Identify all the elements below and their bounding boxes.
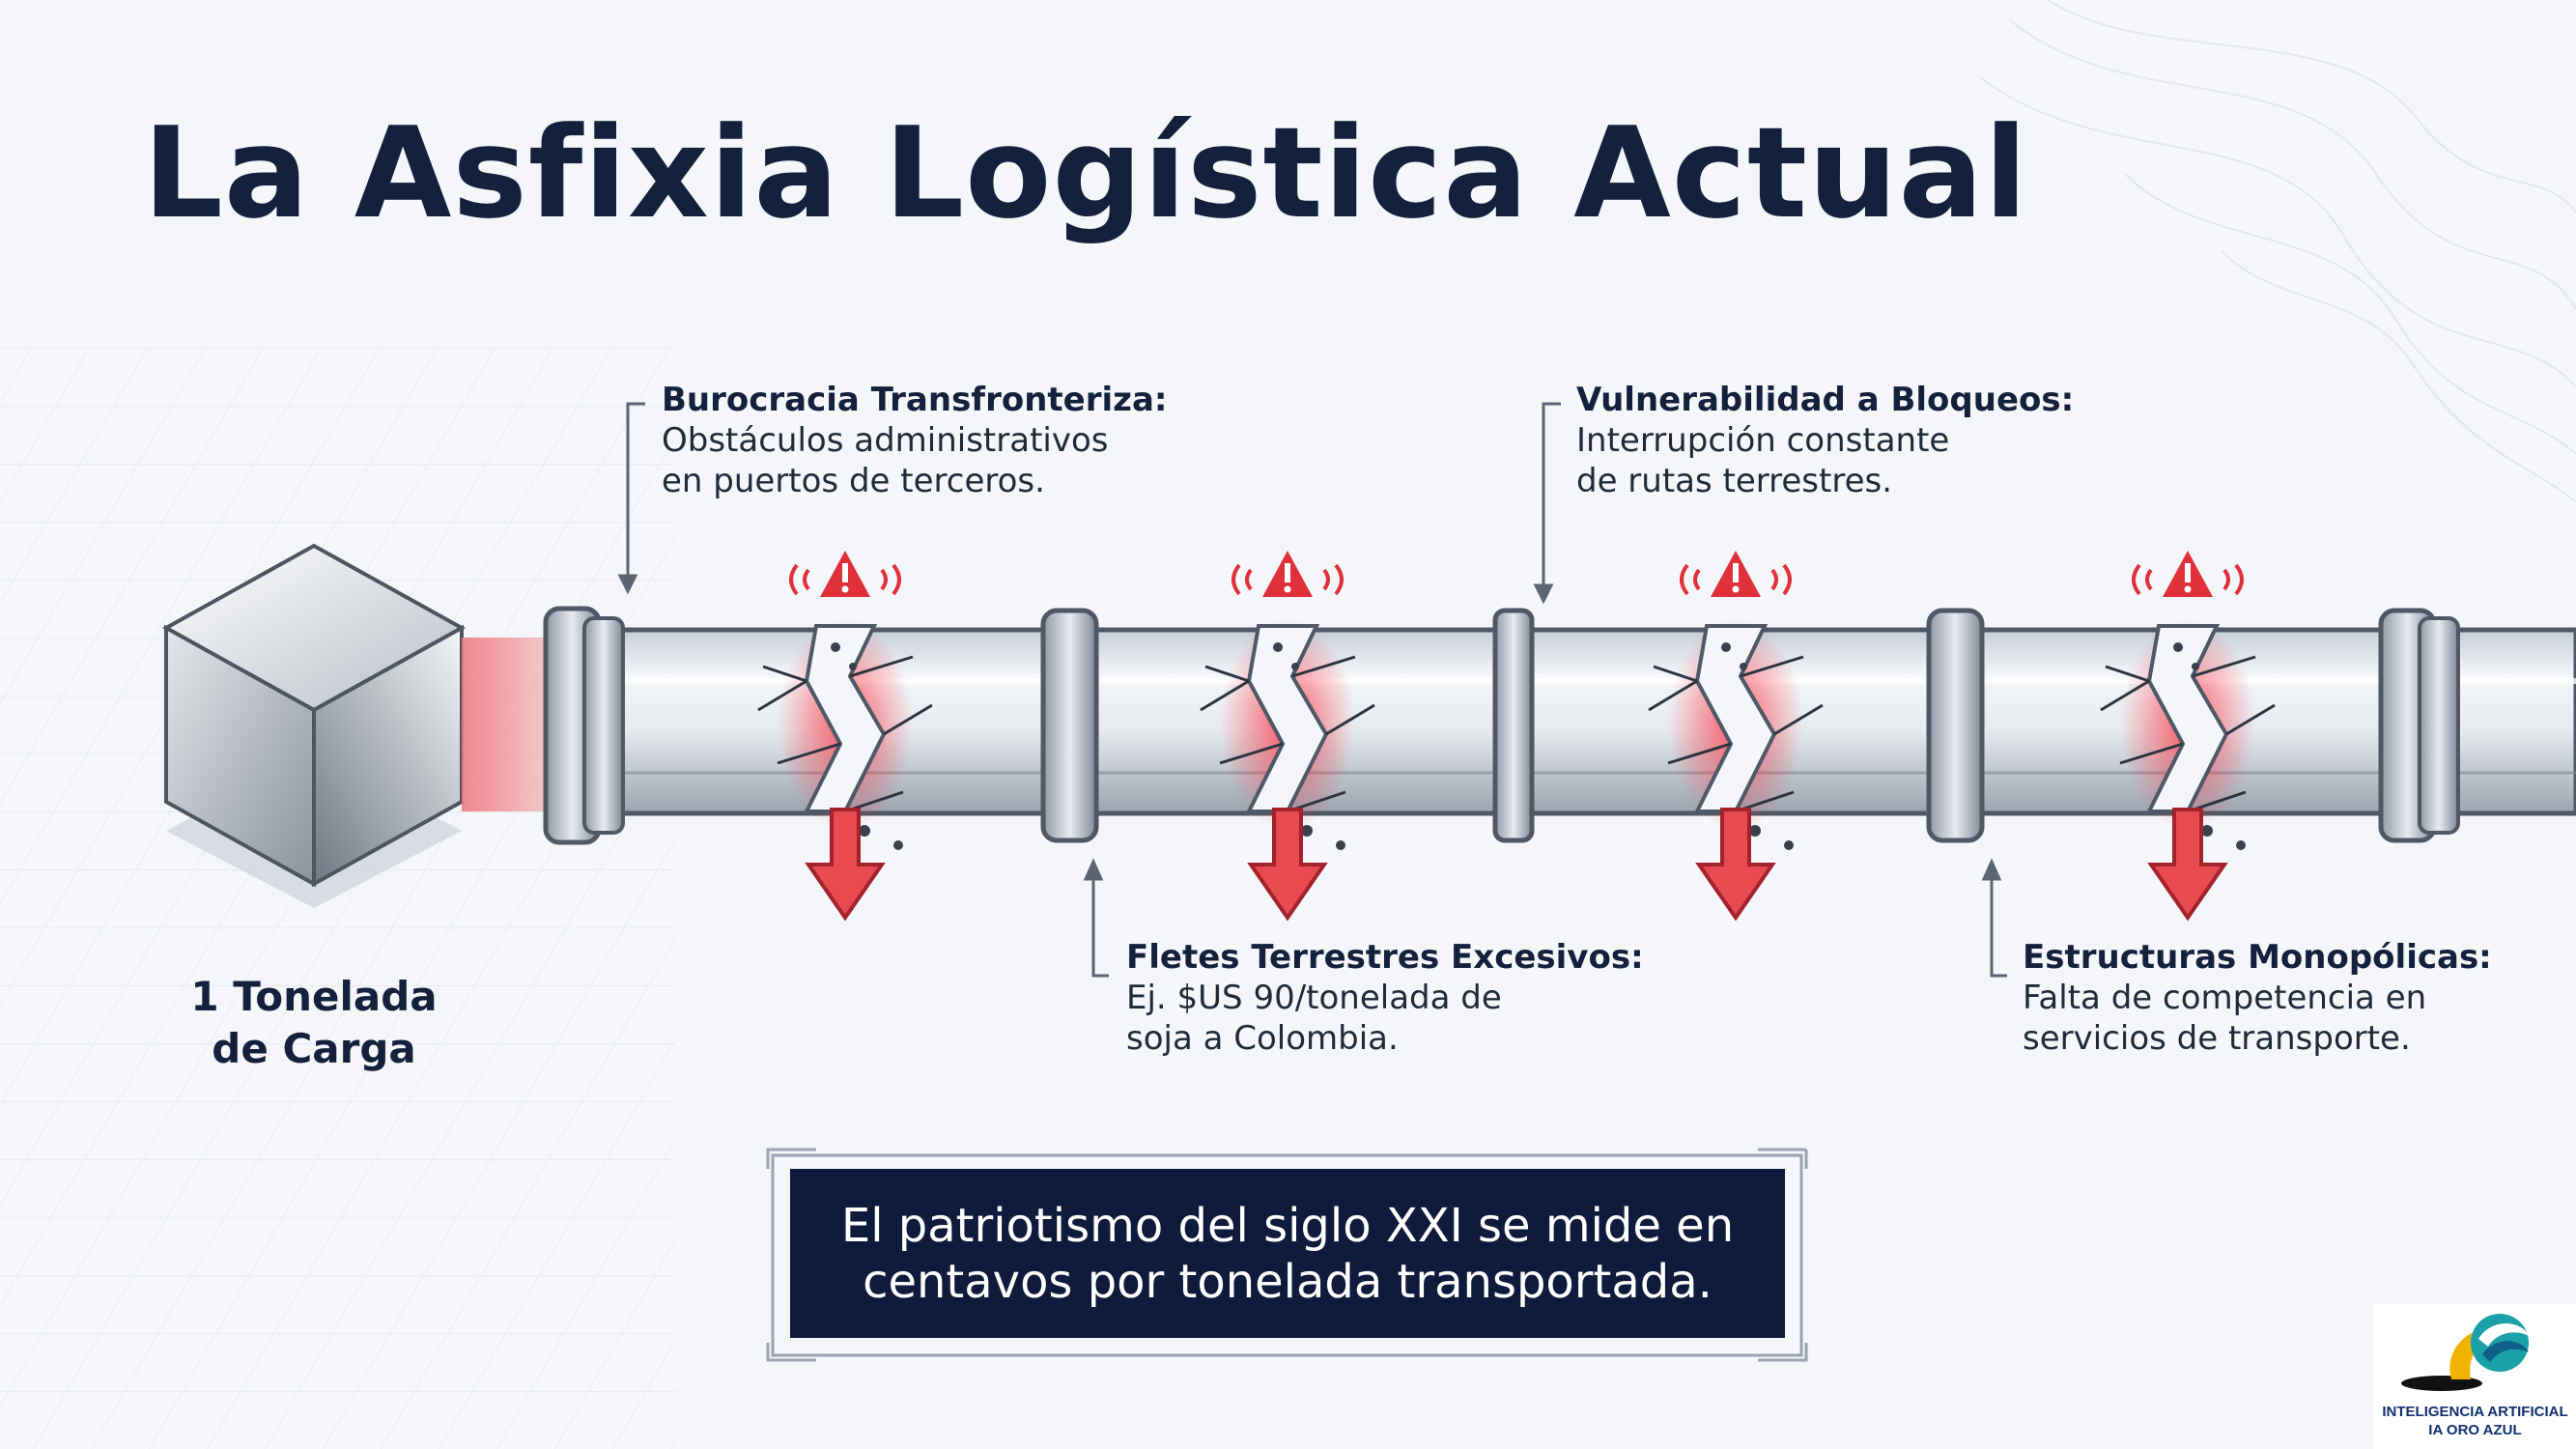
debris bbox=[2173, 642, 2246, 850]
page-title: La Asfixia Logística Actual bbox=[143, 99, 2028, 246]
callout-leader bbox=[1981, 858, 2007, 978]
pipe-break bbox=[757, 551, 933, 922]
pipe-break bbox=[1200, 551, 1375, 922]
down-arrow-icon bbox=[805, 808, 886, 922]
pipe-flange bbox=[1492, 608, 1535, 843]
debris bbox=[831, 642, 903, 850]
quote-frame bbox=[766, 1148, 1808, 1362]
callout-fletes: Fletes Terrestres Excesivos: Ej. $US 90/… bbox=[1126, 937, 1644, 1059]
callout-heading: Estructuras Monopólicas: bbox=[2023, 938, 2492, 977]
cargo-cube-icon bbox=[161, 543, 467, 888]
pipe-break bbox=[2100, 551, 2276, 922]
logo-icon bbox=[2401, 1314, 2531, 1391]
down-arrow-icon bbox=[1695, 808, 1776, 922]
callout-text: servicios de transporte. bbox=[2023, 1019, 2411, 1058]
quote-line1: El patriotismo del siglo XXI se mide en bbox=[840, 1198, 1735, 1253]
callout-heading: Vulnerabilidad a Bloqueos: bbox=[1576, 381, 2075, 419]
callout-text: de rutas terrestres. bbox=[1576, 462, 1893, 500]
quote-box: El patriotismo del siglo XXI se mide en … bbox=[790, 1169, 1785, 1338]
callout-heading: Fletes Terrestres Excesivos: bbox=[1126, 938, 1644, 977]
callout-leader bbox=[617, 402, 645, 595]
logo-line2: IA ORO AZUL bbox=[2428, 1422, 2522, 1438]
quote-line2: centavos por tonelada transportada. bbox=[863, 1254, 1713, 1309]
crack-icon bbox=[1200, 655, 1375, 813]
callout-leader bbox=[1533, 402, 1561, 605]
callout-text: Ej. $US 90/tonelada de bbox=[1126, 979, 1502, 1017]
pipe-break bbox=[1648, 551, 1824, 922]
warning-triangle-icon bbox=[789, 551, 901, 597]
callout-burocracia: Burocracia Transfronteriza: Obstáculos a… bbox=[662, 380, 1168, 501]
crack-icon bbox=[757, 655, 933, 813]
callout-text: soja a Colombia. bbox=[1126, 1019, 1399, 1058]
cargo-label: 1 Tonelada de Carga bbox=[155, 971, 473, 1075]
cargo-label-line2: de Carga bbox=[212, 1025, 416, 1072]
down-arrow-icon bbox=[2147, 808, 2228, 922]
callout-leader bbox=[1083, 858, 1109, 978]
warning-triangle-icon bbox=[1231, 551, 1344, 597]
down-arrow-icon bbox=[1247, 808, 1328, 922]
pipe-flange bbox=[1926, 608, 1985, 843]
callout-text: Obstáculos administrativos bbox=[662, 421, 1109, 460]
brand-logo: INTELIGENCIA ARTIFICIAL IA ORO AZUL bbox=[2374, 1304, 2576, 1449]
pipe-flange bbox=[1040, 608, 1099, 843]
crack-icon bbox=[2100, 655, 2276, 813]
callout-text: Falta de competencia en bbox=[2023, 979, 2427, 1017]
cargo-label-line1: 1 Tonelada bbox=[190, 973, 438, 1020]
callout-text: Interrupción constante bbox=[1576, 421, 1950, 460]
pipe-flange bbox=[2378, 608, 2460, 843]
debris bbox=[1721, 642, 1794, 850]
callout-estructuras: Estructuras Monopólicas: Falta de compet… bbox=[2023, 937, 2492, 1059]
logo-line1: INTELIGENCIA ARTIFICIAL bbox=[2382, 1404, 2568, 1420]
warning-triangle-icon bbox=[1680, 551, 1792, 597]
crack-icon bbox=[1648, 655, 1824, 813]
pipe-flange bbox=[543, 606, 625, 845]
callout-vulnerabilidad: Vulnerabilidad a Bloqueos: Interrupción … bbox=[1576, 380, 2074, 501]
warning-triangle-icon bbox=[2132, 551, 2244, 597]
callout-text: en puertos de terceros. bbox=[662, 462, 1045, 500]
callout-heading: Burocracia Transfronteriza: bbox=[662, 381, 1168, 419]
debris bbox=[1273, 642, 1345, 850]
